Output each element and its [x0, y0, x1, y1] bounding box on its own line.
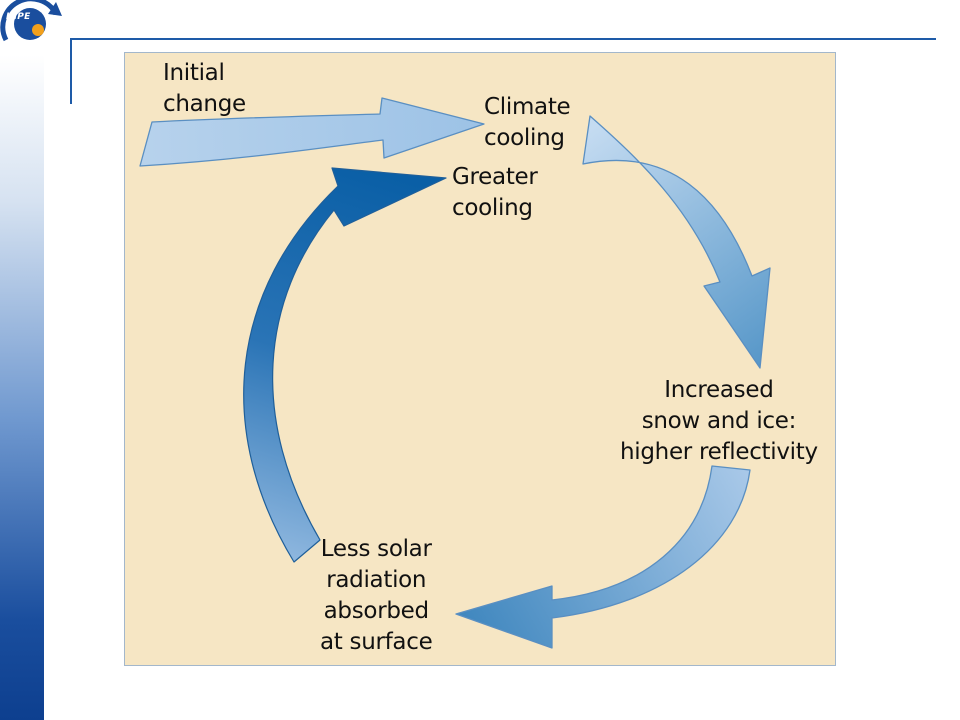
- label-greater-cooling: Greater cooling: [452, 164, 538, 221]
- cooling-to-snow-arrow: [582, 115, 771, 369]
- radiation-to-greater-cooling-arrow: [243, 167, 447, 563]
- inpe-logo: INPE: [0, 0, 64, 50]
- label-increased-snow: Increased snow and ice: higher reflectiv…: [620, 377, 818, 465]
- side-gradient-bar: [0, 55, 44, 720]
- logo-text: INPE: [6, 12, 31, 22]
- label-less-solar: Less solar radiation absorbed at surface: [320, 536, 433, 655]
- header-rule-horizontal: [70, 38, 936, 40]
- snow-to-radiation-arrow: [455, 465, 751, 649]
- label-initial-change: Initial change: [163, 60, 246, 117]
- inpe-logo-icon: [0, 0, 62, 42]
- header-rule-vertical: [70, 38, 72, 104]
- label-climate-cooling: Climate cooling: [484, 94, 571, 151]
- initial-change-arrow: [139, 97, 485, 167]
